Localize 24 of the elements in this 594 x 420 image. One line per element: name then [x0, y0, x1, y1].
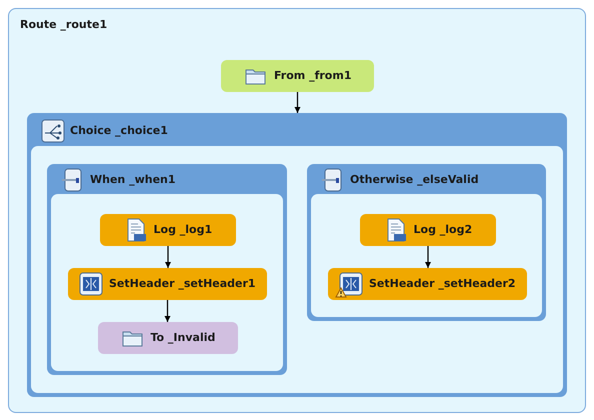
node-label: To _Invalid [150, 331, 216, 344]
node-label: SetHeader _setHeader2 [369, 277, 516, 290]
endpoint-box [98, 322, 238, 354]
endpoint-box [221, 60, 374, 92]
route-container [8, 8, 586, 413]
when-container [47, 164, 287, 375]
arrow [165, 246, 171, 268]
process-box [68, 268, 267, 300]
arrow [425, 246, 431, 268]
node-label: Choice _choice1 [70, 124, 168, 136]
arrow [294, 92, 300, 113]
node-label: Route _route1 [20, 18, 108, 31]
arrow [164, 300, 170, 322]
process-box [100, 214, 236, 246]
process-box [360, 214, 496, 246]
node-label: SetHeader _setHeader1 [109, 277, 256, 290]
node-label: From _from1 [274, 69, 352, 82]
node-label: Otherwise _elseValid [350, 173, 479, 186]
process-box [328, 268, 527, 300]
otherwise-container [307, 164, 546, 321]
node-label: Log _log2 [414, 223, 472, 236]
node-label: Log _log1 [154, 223, 212, 236]
node-label: When _when1 [90, 173, 176, 186]
choice-container [27, 113, 567, 397]
